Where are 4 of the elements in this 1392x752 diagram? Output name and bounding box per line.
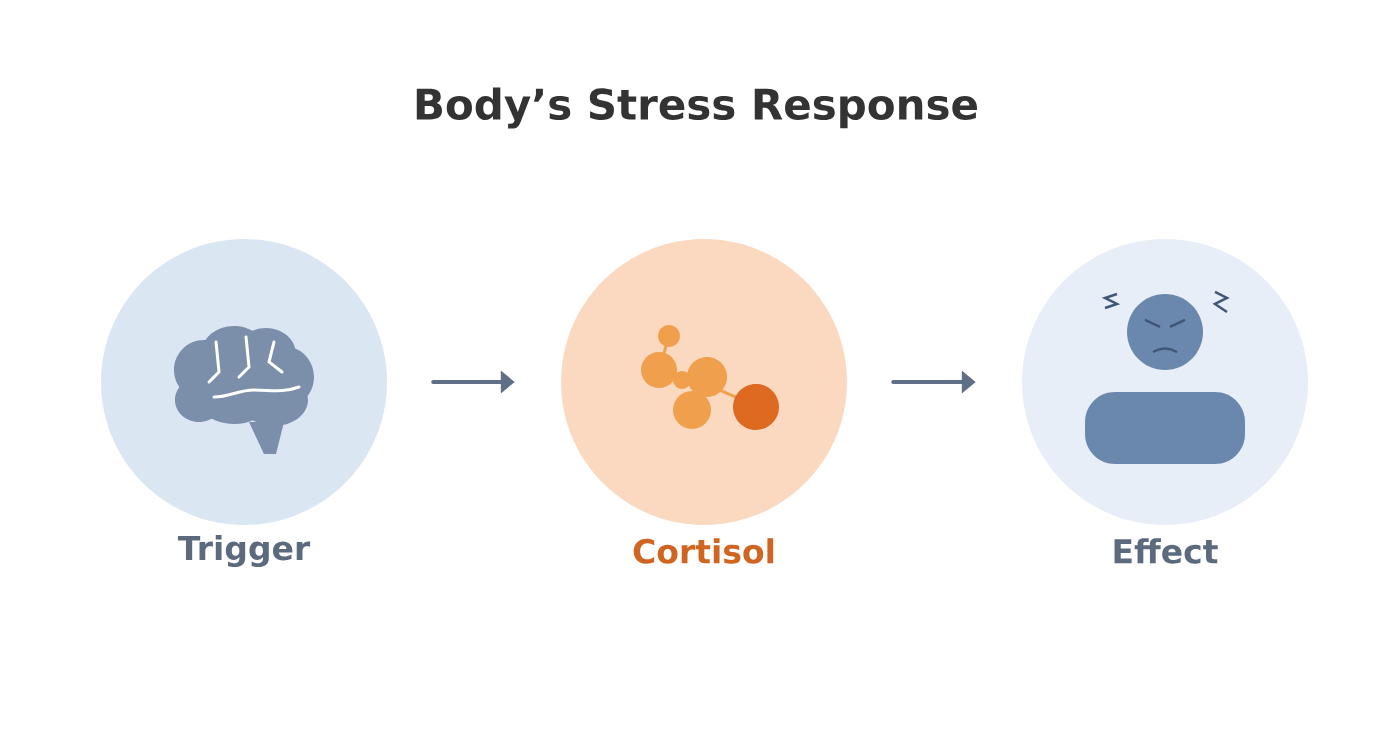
title: Body’s Stress Response: [416, 87, 977, 129]
node-label: Cortisol: [633, 538, 774, 564]
node-label: Effect: [1114, 538, 1218, 564]
node-label: Trigger: [178, 534, 311, 568]
